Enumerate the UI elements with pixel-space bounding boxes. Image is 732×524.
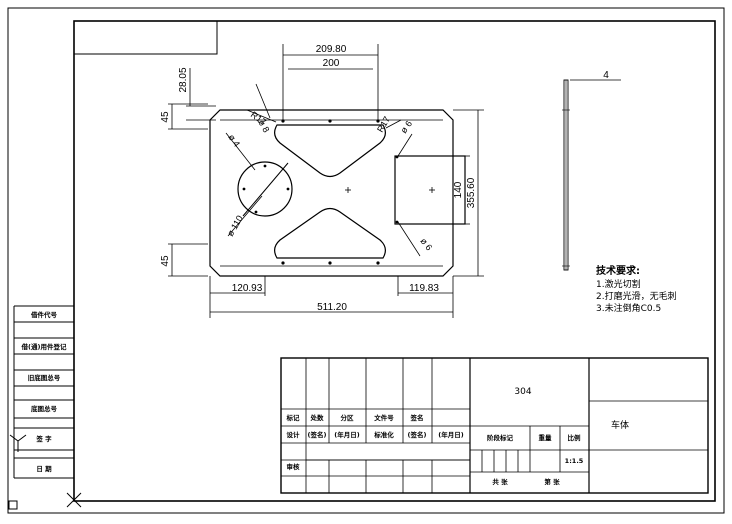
tb-review-label: 审核 — [287, 462, 301, 471]
plate-outline — [209, 109, 454, 277]
dim-big-hole-label: ø 4 — [226, 132, 242, 148]
tb-design-label-2: (年月日) — [334, 430, 359, 439]
large-hole — [237, 161, 293, 217]
dim-rect-height: 140 — [453, 181, 464, 198]
notes-line-3: 3.未注倒角C0.5 — [596, 302, 661, 314]
dim-top-offset: 28.05 — [178, 67, 189, 92]
side-table — [13, 305, 74, 479]
title-part-name: 车体 — [611, 419, 629, 431]
tb-sheet-total: 共 张 — [492, 477, 508, 486]
side-label-2: 旧底图总号 — [28, 373, 61, 382]
dim-corner-hole: ø 6 — [398, 119, 414, 135]
tb-row-label-1: 处数 — [310, 413, 325, 422]
dim-big-hole-diameter: ø 110 — [225, 214, 245, 238]
plate-holes — [242, 119, 399, 265]
title-block — [280, 357, 709, 494]
tb-design-label-3: 标准化 — [373, 430, 394, 439]
dim-side-thickness: 4 — [603, 70, 609, 81]
side-view — [562, 79, 570, 271]
tb-stage-label: 阶段标记 — [487, 433, 514, 442]
dim-bottom-edge-height: 45 — [160, 255, 171, 267]
tb-row-label-0: 标记 — [286, 413, 301, 422]
tb-design-label-1: (签名) — [308, 430, 327, 439]
dim-bottom-right-width: 119.83 — [409, 283, 439, 294]
tb-sheet-no: 第 张 — [544, 477, 560, 486]
notes-title: 技术要求: — [596, 264, 640, 277]
side-label-5: 日 期 — [36, 464, 52, 473]
bottom-triangle-cutout — [274, 207, 386, 259]
tb-row-label-3: 文件号 — [373, 413, 394, 422]
tb-scale-label: 比例 — [568, 433, 582, 442]
tb-weight-label: 重量 — [539, 433, 553, 442]
dim-total-height: 355.60 — [466, 177, 477, 208]
notes-line-2: 2.打磨光滑，无毛刺 — [596, 290, 677, 302]
dim-right-hole: ø 6 — [418, 236, 434, 252]
tb-scale-value: 1:1.5 — [565, 457, 584, 465]
title-material: 304 — [514, 387, 531, 397]
tb-design-label-5: (年月日) — [438, 430, 463, 439]
dim-width-outer: 209.80 — [316, 44, 347, 55]
side-label-3: 底图总号 — [31, 404, 58, 413]
notes-line-1: 1.激光切割 — [596, 278, 641, 290]
side-label-1: 借(通)用件登记 — [21, 342, 67, 351]
side-label-0: 借件代号 — [30, 310, 58, 319]
tb-design-label-0: 设计 — [287, 430, 301, 439]
top-left-box — [73, 20, 218, 55]
tb-row-label-4: 签名 — [410, 413, 424, 422]
tb-row-label-2: 分区 — [341, 413, 355, 422]
top-triangle-cutout — [274, 124, 386, 178]
dim-width-inner: 200 — [323, 58, 340, 69]
side-label-4: 签 字 — [35, 434, 52, 443]
sheet-border — [7, 7, 725, 514]
dim-left-edge-height: 45 — [160, 111, 171, 123]
dim-bottom-left-width: 120.93 — [232, 283, 263, 294]
center-marks — [242, 162, 435, 217]
tb-design-label-4: (签名) — [408, 430, 427, 439]
drawing-frame — [73, 20, 716, 502]
dim-total-width: 511.20 — [317, 302, 347, 313]
dimension-lines — [168, 44, 621, 318]
